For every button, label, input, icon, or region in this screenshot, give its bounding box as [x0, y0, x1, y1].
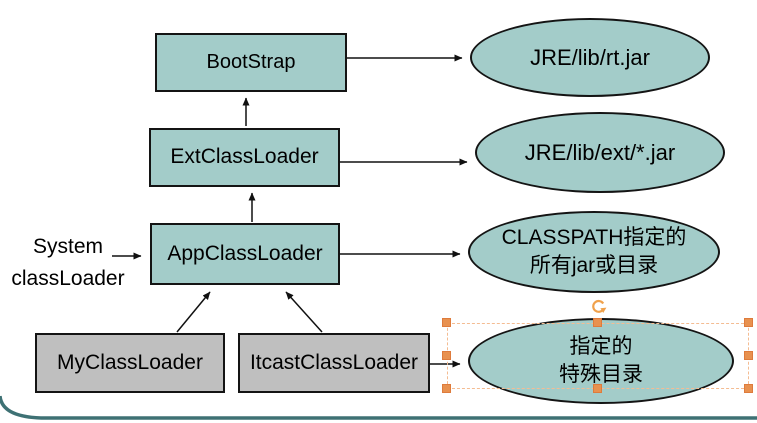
- ellipse-classpath-line2: 所有jar或目录: [529, 254, 659, 277]
- node-itcastclassloader[interactable]: ItcastClassLoader: [238, 333, 430, 393]
- resize-handle-n[interactable]: [593, 318, 602, 327]
- node-appclassloader[interactable]: AppClassLoader: [150, 223, 340, 285]
- node-extclassloader[interactable]: ExtClassLoader: [149, 128, 340, 187]
- resize-handle-ne[interactable]: [744, 318, 753, 327]
- ellipse-jre-ext-jar-label: JRE/lib/ext/*.jar: [524, 139, 676, 165]
- node-myclassloader-label: MyClassLoader: [57, 350, 203, 374]
- node-myclassloader[interactable]: MyClassLoader: [35, 333, 225, 393]
- ellipse-classpath-line1: CLASSPATH指定的: [501, 226, 687, 249]
- arrow-my-to-app: [176, 291, 211, 333]
- ellipse-jre-rt-jar[interactable]: JRE/lib/rt.jar: [470, 18, 710, 97]
- resize-handle-nw[interactable]: [442, 318, 451, 327]
- resize-handle-e[interactable]: [744, 351, 753, 360]
- node-bootstrap[interactable]: BootStrap: [155, 33, 347, 92]
- node-itcastclassloader-label: ItcastClassLoader: [249, 350, 419, 374]
- resize-handle-se[interactable]: [744, 384, 753, 393]
- resize-handle-s[interactable]: [593, 384, 602, 393]
- resize-handle-sw[interactable]: [442, 384, 451, 393]
- arrow-itcast-to-app: [285, 291, 323, 333]
- selection-box: [447, 323, 749, 389]
- ellipse-jre-rt-jar-label: JRE/lib/rt.jar: [530, 44, 650, 70]
- resize-handle-w[interactable]: [442, 351, 451, 360]
- system-classloader-line1: System: [32, 235, 103, 258]
- system-classloader-line2: classLoader: [11, 267, 125, 290]
- system-classloader-label: System classLoader: [2, 231, 134, 295]
- node-appclassloader-label: AppClassLoader: [167, 241, 323, 265]
- node-bootstrap-label: BootStrap: [206, 51, 296, 73]
- special-directory-line1: 指定的: [569, 335, 633, 358]
- node-extclassloader-label: ExtClassLoader: [170, 145, 319, 169]
- ellipse-jre-ext-jar[interactable]: JRE/lib/ext/*.jar: [475, 112, 725, 193]
- rotate-handle-icon[interactable]: [588, 296, 608, 317]
- ellipse-classpath[interactable]: CLASSPATH指定的 所有jar或目录: [468, 211, 720, 293]
- special-directory-line2: 特殊目录: [559, 363, 643, 386]
